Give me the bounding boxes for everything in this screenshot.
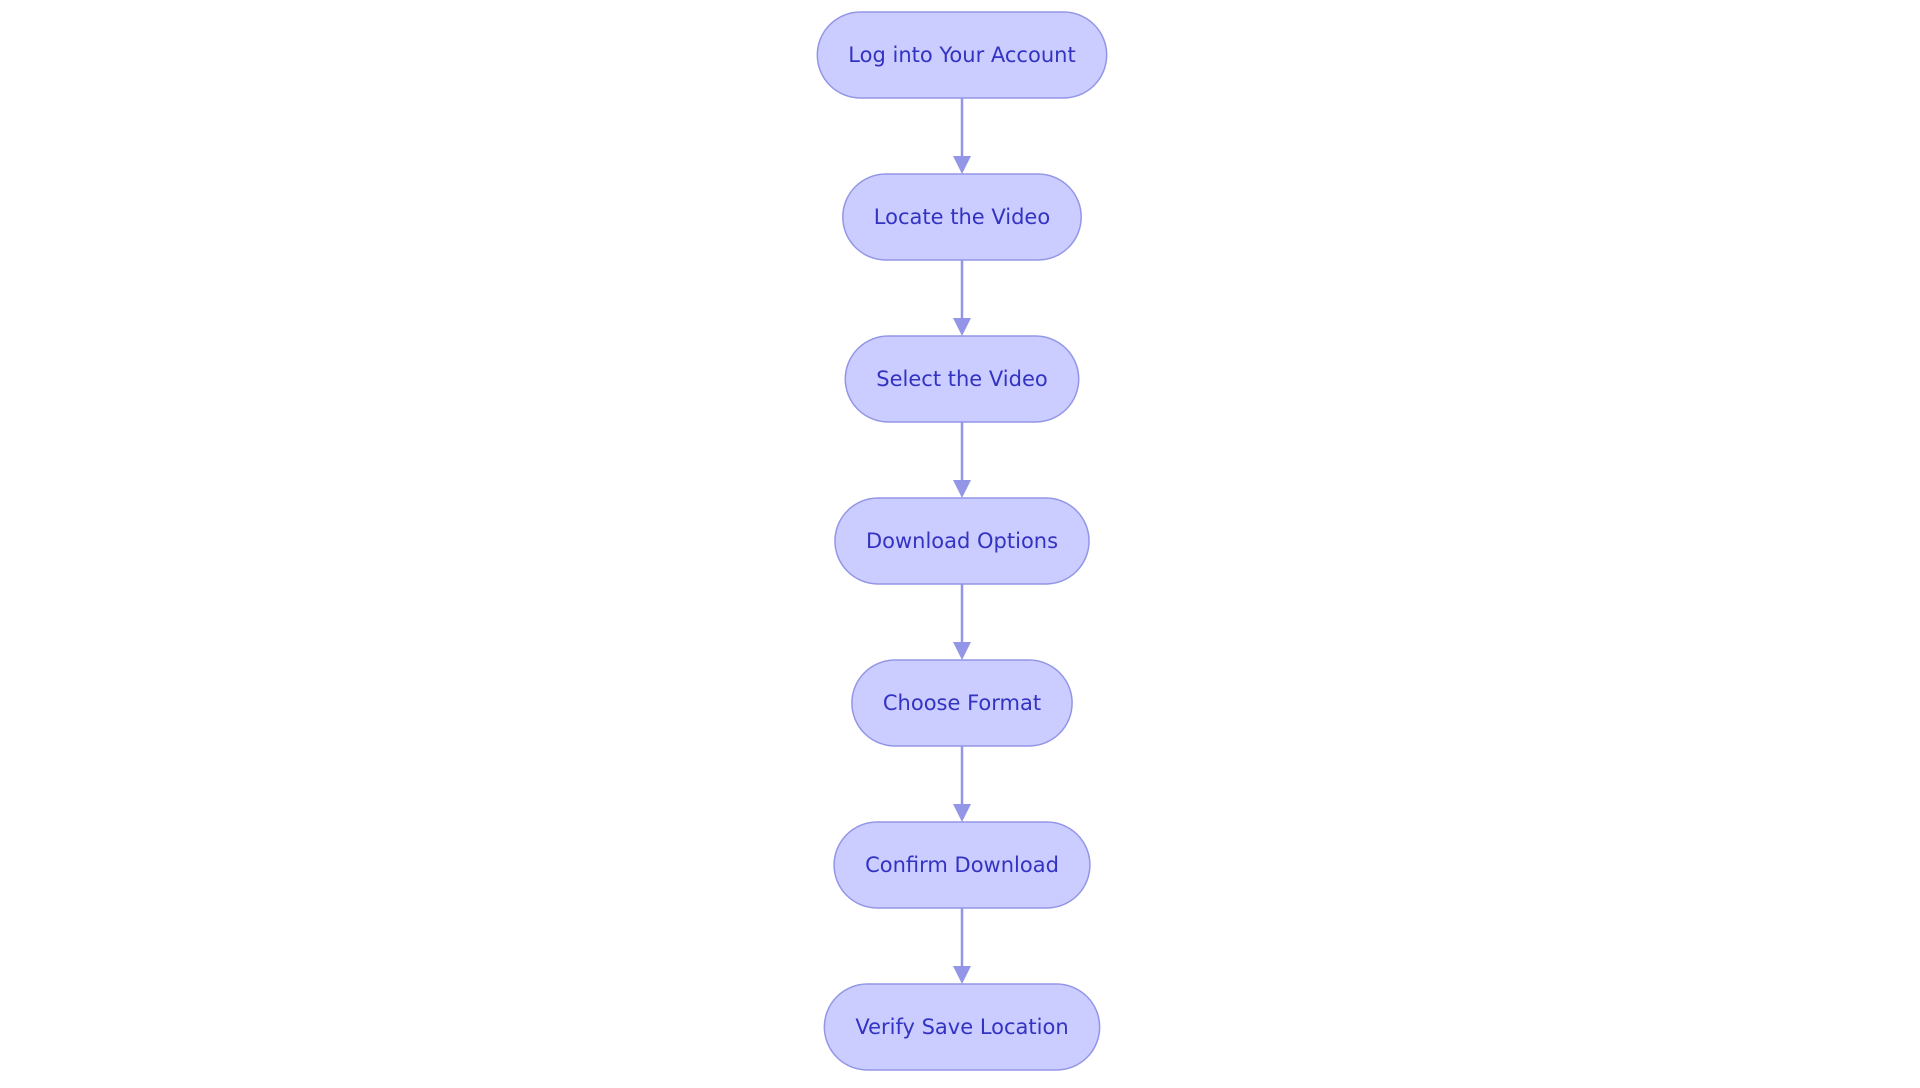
- flow-node-login: Log into Your Account: [816, 11, 1108, 99]
- arrowhead-icon: [953, 804, 971, 822]
- flow-edge-confirm-to-verify: [953, 908, 971, 984]
- arrowhead-icon: [953, 156, 971, 174]
- flow-node-options: Download Options: [834, 497, 1090, 585]
- flow-node-shape: [834, 497, 1090, 585]
- flow-edge-options-to-format: [953, 584, 971, 660]
- flow-edge-login-to-locate: [953, 98, 971, 174]
- flow-node-shape: [833, 821, 1091, 909]
- arrowhead-icon: [953, 318, 971, 336]
- arrowhead-icon: [953, 480, 971, 498]
- flow-node-label: Locate the Video: [874, 205, 1050, 229]
- flow-edge-format-to-confirm: [953, 746, 971, 822]
- flow-node-shape: [844, 335, 1080, 423]
- flow-node-shape: [816, 11, 1108, 99]
- flow-edge-select-to-options: [953, 422, 971, 498]
- flow-node-label: Log into Your Account: [848, 43, 1075, 67]
- edge-layer: [953, 98, 971, 984]
- flow-node-confirm: Confirm Download: [833, 821, 1091, 909]
- flow-node-select: Select the Video: [844, 335, 1080, 423]
- flow-node-format: Choose Format: [851, 659, 1073, 747]
- flow-node-shape: [851, 659, 1073, 747]
- flow-node-shape: [842, 173, 1082, 261]
- arrowhead-icon: [953, 642, 971, 660]
- flow-node-label: Download Options: [866, 529, 1058, 553]
- flow-node-locate: Locate the Video: [842, 173, 1082, 261]
- flow-node-shape: [823, 983, 1101, 1071]
- flow-node-label: Verify Save Location: [855, 1015, 1068, 1039]
- flow-edge-locate-to-select: [953, 260, 971, 336]
- arrowhead-icon: [953, 966, 971, 984]
- flow-node-label: Select the Video: [876, 367, 1047, 391]
- flow-node-label: Confirm Download: [865, 853, 1059, 877]
- flow-node-verify: Verify Save Location: [823, 983, 1101, 1071]
- flow-node-label: Choose Format: [883, 691, 1041, 715]
